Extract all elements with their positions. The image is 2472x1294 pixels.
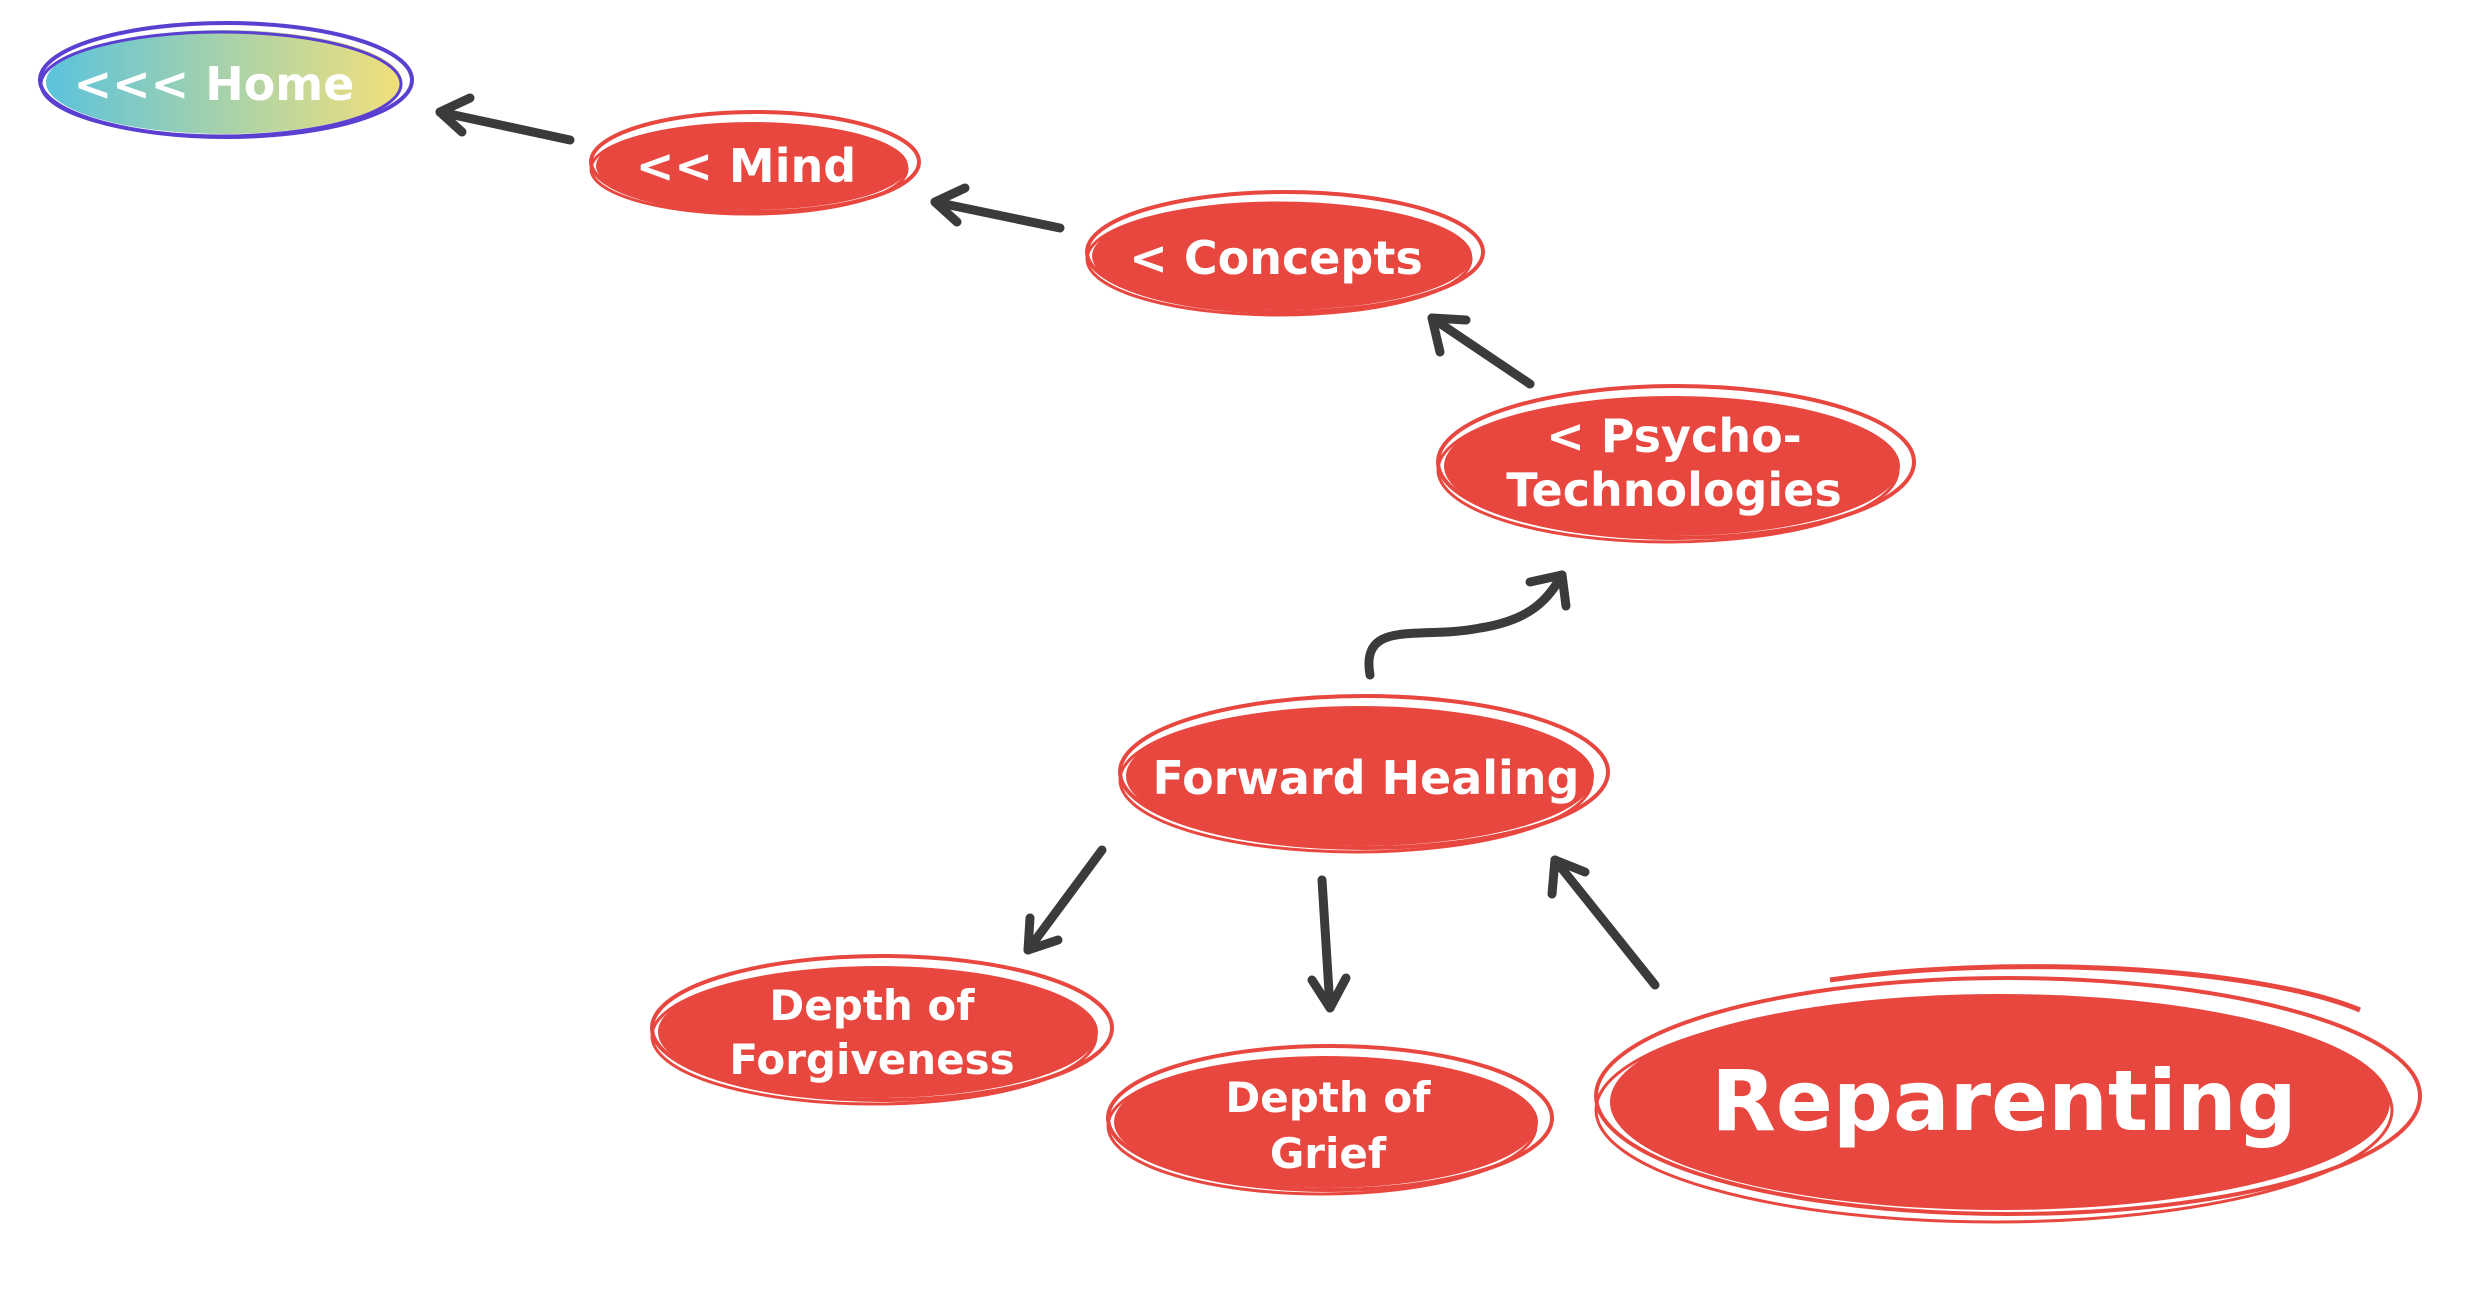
forgiveness-label-line2: Forgiveness [729, 1035, 1014, 1084]
mind-label: << Mind [636, 139, 856, 193]
home-label: <<< Home [74, 57, 355, 111]
arrow-reparenting-to-forward-healing [1547, 855, 1660, 990]
psycho-label-line1: < Psycho- [1546, 409, 1802, 463]
reparenting-node[interactable]: Reparenting [1594, 964, 2422, 1224]
depth-of-grief-node[interactable]: Depth of Grief [1106, 1044, 1554, 1196]
grief-label-line2: Grief [1270, 1129, 1387, 1178]
forward-healing-label: Forward Healing [1153, 751, 1580, 805]
grief-label-line1: Depth of [1225, 1073, 1431, 1122]
forward-healing-node[interactable]: Forward Healing [1118, 694, 1610, 854]
home-node[interactable]: <<< Home [38, 21, 414, 139]
reparenting-label: Reparenting [1711, 1052, 2297, 1150]
arrow-forward-healing-to-forgiveness [1023, 845, 1107, 955]
concepts-label: < Concepts [1129, 231, 1422, 285]
psycho-technologies-node[interactable]: < Psycho- Technologies [1436, 384, 1916, 544]
depth-of-forgiveness-node[interactable]: Depth of Forgiveness [650, 954, 1114, 1106]
arrow-forward-healing-to-grief [1307, 875, 1351, 1013]
forgiveness-label-line1: Depth of [769, 981, 975, 1030]
psycho-label-line2: Technologies [1506, 463, 1841, 517]
arrow-psycho-to-concepts [1427, 313, 1535, 389]
concepts-node[interactable]: < Concepts [1085, 190, 1485, 317]
arrow-mind-to-home [435, 93, 575, 145]
mind-node[interactable]: << Mind [589, 110, 921, 216]
arrow-concepts-to-mind [930, 183, 1065, 233]
arrow-forward-healing-to-psycho [1364, 570, 1571, 680]
